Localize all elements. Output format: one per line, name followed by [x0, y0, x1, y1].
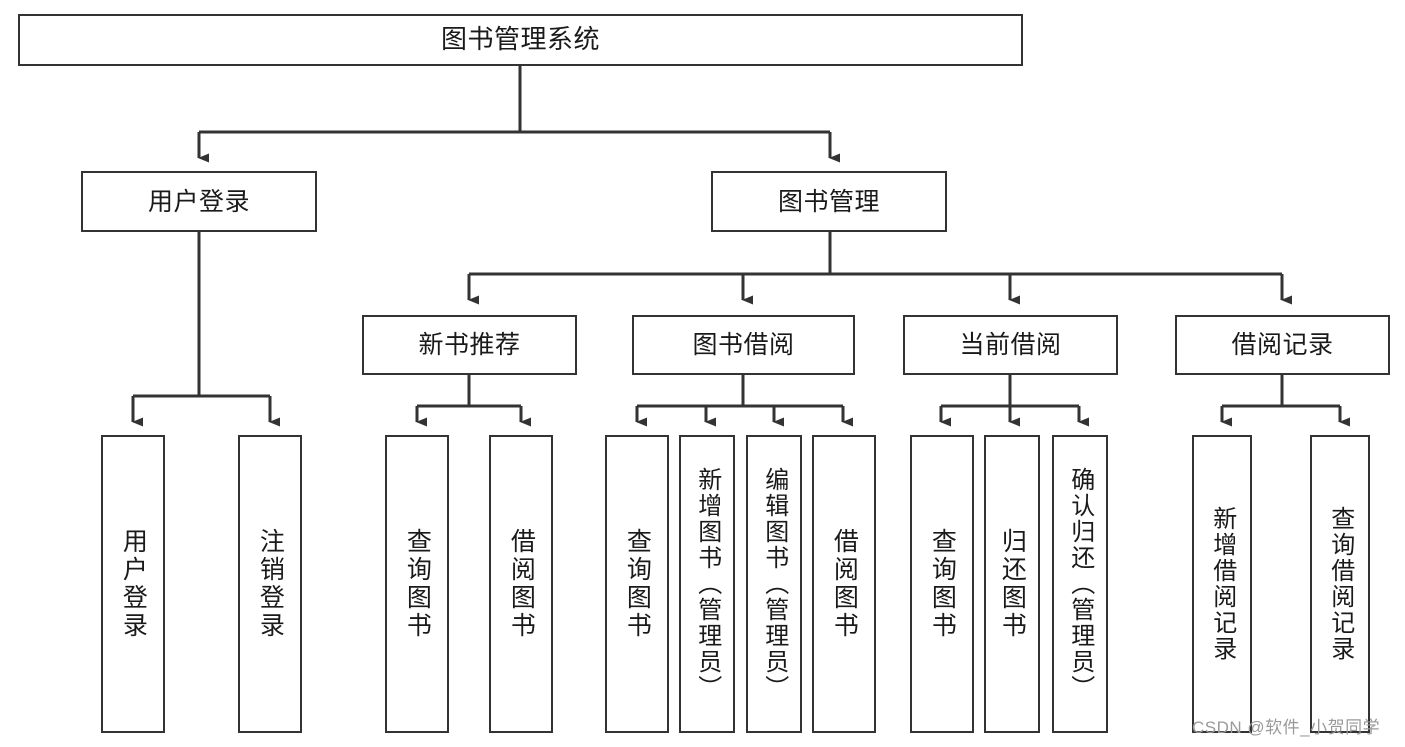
node-leaf-user-login[interactable]: 用户登录	[101, 435, 165, 733]
node-leaf-return-book[interactable]: 归还图书	[984, 435, 1040, 733]
node-leaf-confirm-return-admin[interactable]: 确认归还（管理员）	[1052, 435, 1108, 733]
node-leaf-query-book-borrow[interactable]: 查询图书	[605, 435, 669, 733]
node-label: 当前借阅	[959, 331, 1062, 359]
node-label: 用户登录	[119, 528, 148, 640]
node-label: 借阅记录	[1231, 331, 1334, 359]
node-label: 图书管理	[777, 187, 880, 216]
node-leaf-add-borrow-record[interactable]: 新增借阅记录	[1192, 435, 1252, 733]
node-book-manage[interactable]: 图书管理	[711, 171, 947, 232]
node-label: 图书借阅	[692, 331, 795, 359]
node-borrow-record[interactable]: 借阅记录	[1175, 315, 1390, 375]
node-label: 查询图书	[623, 528, 652, 640]
node-leaf-add-book-admin[interactable]: 新增图书（管理员）	[679, 435, 735, 733]
node-label: 借阅图书	[507, 528, 536, 640]
node-book-borrow[interactable]: 图书借阅	[632, 315, 855, 375]
node-label: 归还图书	[998, 528, 1027, 640]
node-leaf-edit-book-admin[interactable]: 编辑图书（管理员）	[746, 435, 802, 733]
node-root-book-management-system[interactable]: 图书管理系统	[18, 14, 1023, 66]
node-leaf-query-borrow-record[interactable]: 查询借阅记录	[1310, 435, 1370, 733]
node-current-borrow[interactable]: 当前借阅	[903, 315, 1118, 375]
node-leaf-query-book-recommend[interactable]: 查询图书	[385, 435, 449, 733]
node-label: 编辑图书（管理员）	[760, 467, 788, 701]
node-label: 新书推荐	[418, 331, 521, 359]
node-label: 查询借阅记录	[1326, 506, 1354, 662]
node-label: 借阅图书	[830, 528, 859, 640]
node-leaf-borrow-book-recommend[interactable]: 借阅图书	[489, 435, 553, 733]
node-leaf-user-logout[interactable]: 注销登录	[238, 435, 302, 733]
node-label: 查询图书	[928, 528, 957, 640]
node-leaf-query-book-current[interactable]: 查询图书	[910, 435, 974, 733]
node-label: 注销登录	[256, 528, 285, 640]
node-leaf-borrow-book[interactable]: 借阅图书	[812, 435, 876, 733]
node-user-login[interactable]: 用户登录	[81, 171, 317, 232]
node-label: 新增图书（管理员）	[693, 467, 721, 701]
node-label: 用户登录	[147, 187, 250, 216]
node-label: 图书管理系统	[440, 24, 600, 55]
node-label: 新增借阅记录	[1208, 506, 1236, 662]
node-label: 确认归还（管理员）	[1066, 467, 1094, 701]
watermark-text: CSDN @软件_小贺同学	[1192, 718, 1381, 737]
node-new-book-recommend[interactable]: 新书推荐	[362, 315, 577, 375]
node-label: 查询图书	[403, 528, 432, 640]
